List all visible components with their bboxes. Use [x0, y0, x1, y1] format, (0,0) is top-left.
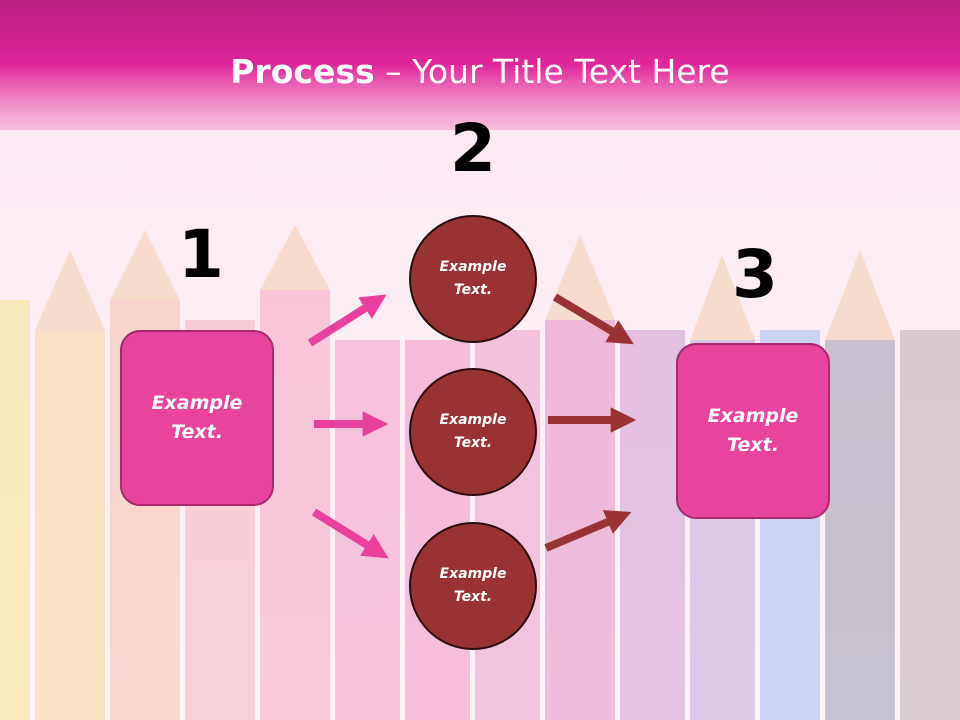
arrow-left-to-bottom [311, 508, 389, 559]
circle-middle-line1: Example [439, 412, 507, 428]
right-box-line2: Text. [727, 434, 779, 456]
circle-top-line1: Example [439, 259, 507, 275]
circle-middle-line2: Text. [453, 435, 493, 451]
step-number-2: 2 [450, 110, 496, 187]
title-bold: Process [230, 52, 375, 91]
step-number-3: 3 [732, 236, 778, 313]
title-rest: – Your Title Text Here [374, 52, 730, 91]
arrow-left-to-top [307, 294, 387, 347]
right-box-line1: Example [707, 405, 799, 427]
page-title: Process – Your Title Text Here [0, 52, 960, 91]
left-box-line1: Example [151, 392, 243, 414]
circle-bottom-line1: Example [439, 566, 507, 582]
arrow-top-to-right [552, 293, 634, 345]
left-box-line2: Text. [171, 421, 223, 443]
arrow-bottom-to-right [544, 510, 632, 552]
circle-bottom-line2: Text. [453, 589, 493, 605]
circle-top-line2: Text. [453, 282, 493, 298]
step-number-1: 1 [178, 216, 224, 293]
title-bar [0, 0, 960, 130]
